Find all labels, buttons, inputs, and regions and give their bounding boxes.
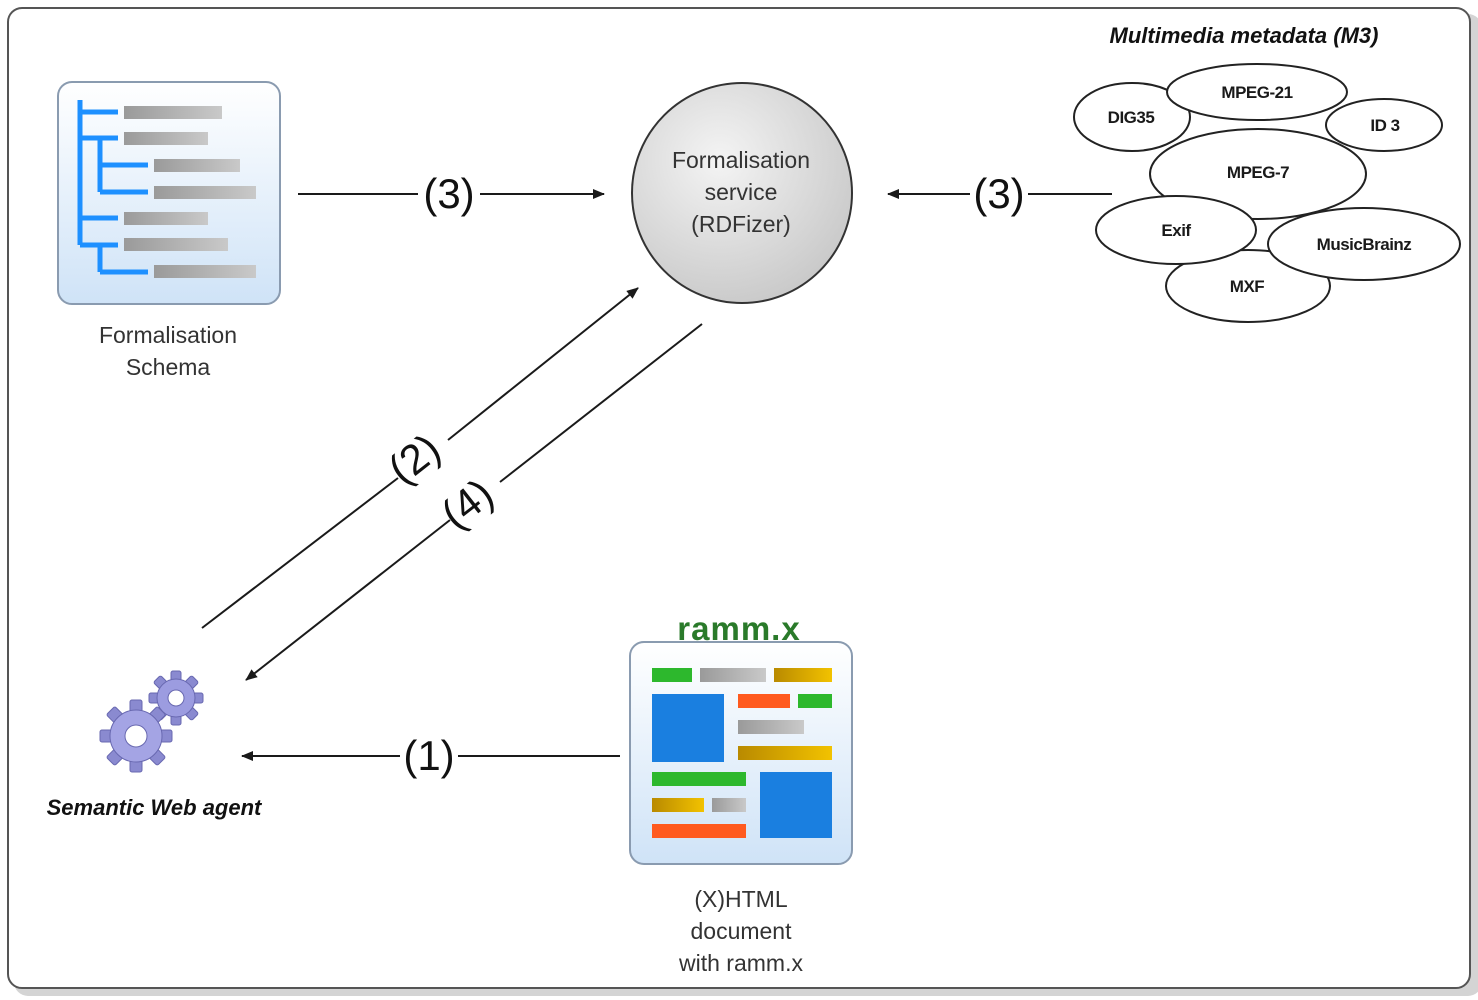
- arrow-agent-service-a: [201, 477, 399, 629]
- format-label-dig35: DIG35: [1108, 108, 1155, 127]
- format-label-exif: Exif: [1161, 221, 1191, 240]
- format-musicbrainz: [1267, 207, 1461, 281]
- format-exif: [1095, 195, 1257, 265]
- format-label-mxf: MXF: [1230, 277, 1265, 296]
- service-label-line3: (RDFizer): [691, 211, 791, 237]
- format-mpeg7: [1149, 128, 1367, 220]
- step-label-3-right: (3): [973, 170, 1024, 217]
- document-label-line2: document: [690, 918, 792, 944]
- format-label-mpeg7: MPEG-7: [1227, 163, 1289, 182]
- format-mxf: [1165, 249, 1331, 323]
- format-mpeg21: [1166, 63, 1348, 121]
- step-label-3-left: (3): [423, 170, 474, 217]
- document-icon: [629, 641, 853, 865]
- tree-icon: [77, 100, 148, 275]
- document-label-line1: (X)HTML: [694, 886, 787, 912]
- metadata-title: Multimedia metadata (M3): [1110, 23, 1379, 48]
- schema-label-line2: Schema: [126, 354, 211, 380]
- arrow-agent-to-service: [447, 287, 639, 441]
- rammx-logo: ramm.x: [677, 610, 800, 647]
- metadata-cluster: MPEG-21 DIG35 ID 3 MPEG-7 Exif MusicBrai…: [1073, 63, 1461, 323]
- format-label-musicbrainz: MusicBrainz: [1317, 235, 1412, 254]
- format-dig35: [1073, 82, 1191, 152]
- service-label-line2: service: [705, 179, 778, 205]
- document-label-line3: with ramm.x: [678, 950, 803, 976]
- format-label-id3: ID 3: [1370, 116, 1399, 135]
- arrow-service-to-agent: [245, 519, 451, 681]
- service-node: [631, 82, 853, 304]
- service-label-line1: Formalisation: [672, 147, 810, 173]
- diagram-frame: [7, 7, 1471, 989]
- gears-icon: [99, 670, 204, 773]
- schema-icon: [57, 81, 281, 305]
- format-label-mpeg21: MPEG-21: [1221, 83, 1292, 102]
- format-id3: [1325, 98, 1443, 152]
- agent-label: Semantic Web agent: [47, 795, 263, 820]
- arrow-service-agent-a: [499, 323, 703, 483]
- schema-label-line1: Formalisation: [99, 322, 237, 348]
- step-label-1: (1): [403, 732, 454, 779]
